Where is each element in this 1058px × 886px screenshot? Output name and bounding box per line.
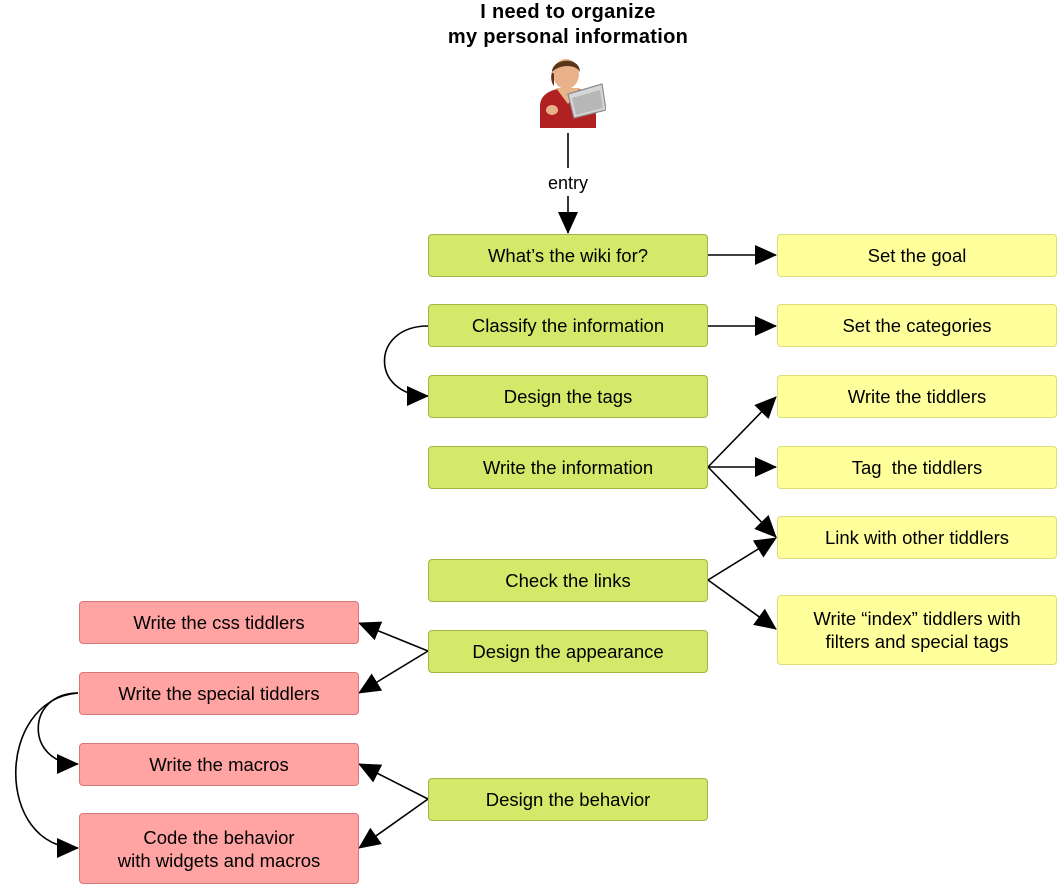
node-label: Design the behavior — [485, 789, 651, 810]
node-set-categories[interactable]: Set the categories — [777, 304, 1057, 347]
node-label: Write the information — [482, 457, 654, 478]
node-link-tiddlers[interactable]: Link with other tiddlers — [777, 516, 1057, 559]
node-design-appearance[interactable]: Design the appearance — [428, 630, 708, 673]
arrow-special-macros — [37, 692, 79, 774]
node-label: What’s the wiki for? — [487, 245, 649, 266]
arrow-behavior-macros — [358, 763, 429, 800]
node-write-index-tiddlers[interactable]: Write “index” tiddlers with filters and … — [777, 595, 1057, 665]
node-check-links[interactable]: Check the links — [428, 559, 708, 602]
node-label: Design the tags — [503, 386, 633, 407]
title-line-2: my personal information — [447, 26, 689, 48]
node-classify-information[interactable]: Classify the information — [428, 304, 708, 347]
diagram-title: I need to organize my personal informati… — [398, 0, 738, 50]
arrow-appearance-css — [358, 621, 429, 652]
node-label: Write the macros — [149, 754, 289, 775]
arrow-write-tiddlers — [707, 396, 777, 468]
node-label: Write “index” tiddlers with filters and … — [813, 608, 1021, 652]
arrow-write-link — [707, 466, 777, 538]
node-write-macros[interactable]: Write the macros — [79, 743, 359, 786]
node-set-goal[interactable]: Set the goal — [777, 234, 1057, 277]
node-label: Check the links — [505, 570, 631, 591]
arrow-behavior-code — [358, 798, 429, 849]
node-design-behavior[interactable]: Design the behavior — [428, 778, 708, 821]
node-code-behavior[interactable]: Code the behavior with widgets and macro… — [79, 813, 359, 884]
node-tag-tiddlers[interactable]: Tag the tiddlers — [777, 446, 1057, 489]
arrow-appearance-special — [358, 650, 429, 694]
arrow-check-link — [707, 537, 777, 581]
node-label: Write the special tiddlers — [118, 683, 320, 704]
arrow-classify-tags — [383, 325, 429, 406]
node-label: Code the behavior with widgets and macro… — [117, 826, 321, 871]
arrow-special-code — [14, 692, 79, 858]
node-write-css-tiddlers[interactable]: Write the css tiddlers — [79, 601, 359, 644]
node-label: Link with other tiddlers — [824, 527, 1010, 548]
node-label: Classify the information — [471, 315, 665, 336]
node-write-tiddlers[interactable]: Write the tiddlers — [777, 375, 1057, 418]
arrow-check-index — [707, 579, 777, 630]
node-label: Design the appearance — [472, 641, 664, 662]
node-label: Set the categories — [842, 315, 992, 336]
node-label: Write the css tiddlers — [133, 612, 305, 633]
node-wiki-for[interactable]: What’s the wiki for? — [428, 234, 708, 277]
entry-label: entry — [538, 173, 598, 193]
node-write-special-tiddlers[interactable]: Write the special tiddlers — [79, 672, 359, 715]
node-label: Tag the tiddlers — [851, 457, 983, 478]
title-line-1: I need to organize — [480, 1, 656, 23]
node-label: Write the tiddlers — [847, 386, 987, 407]
node-write-information[interactable]: Write the information — [428, 446, 708, 489]
person-with-laptop-icon — [540, 59, 606, 128]
node-design-tags[interactable]: Design the tags — [428, 375, 708, 418]
node-label: Set the goal — [867, 245, 967, 266]
